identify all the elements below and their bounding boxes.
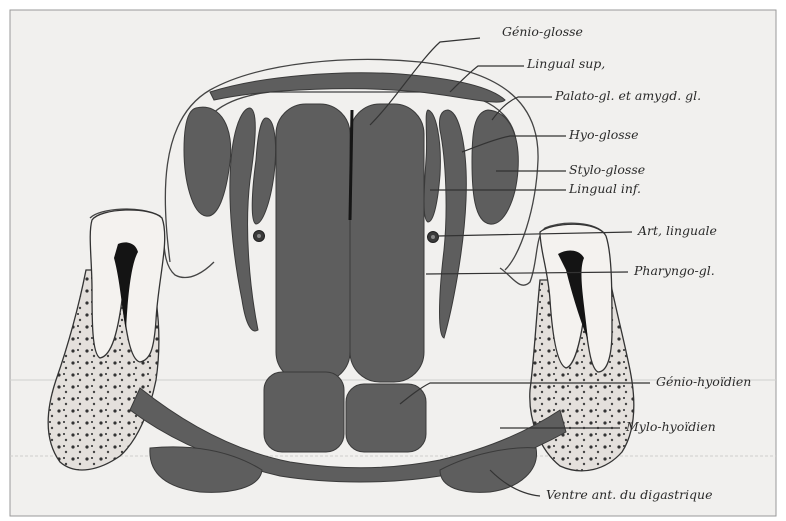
label-lingual-inf: Lingual inf. — [568, 181, 641, 196]
median-septum — [350, 110, 352, 220]
genio-hyoidien-left — [264, 372, 344, 452]
label-genio-glosse: Génio-glosse — [502, 24, 583, 39]
genio-glosse-right — [350, 104, 424, 382]
label-mylo-hyoidien: Mylo-hyoïdien — [625, 419, 716, 434]
label-lingual-sup: Lingual sup, — [526, 56, 605, 71]
genio-hyoidien-right — [346, 384, 426, 452]
label-palato-gl: Palato-gl. et amygd. gl. — [554, 88, 701, 103]
label-hyo-glosse: Hyo-glosse — [568, 127, 638, 142]
label-genio-hyoidien: Génio-hyoïdien — [656, 374, 751, 389]
label-ventre-digastrique: Ventre ant. du digastrique — [546, 487, 713, 502]
label-stylo-glosse: Stylo-glosse — [569, 162, 645, 177]
label-art-linguale: Art, linguale — [637, 223, 717, 238]
genio-glosse-left — [276, 104, 350, 382]
label-pharyngo-gl: Pharyngo-gl. — [633, 263, 715, 278]
